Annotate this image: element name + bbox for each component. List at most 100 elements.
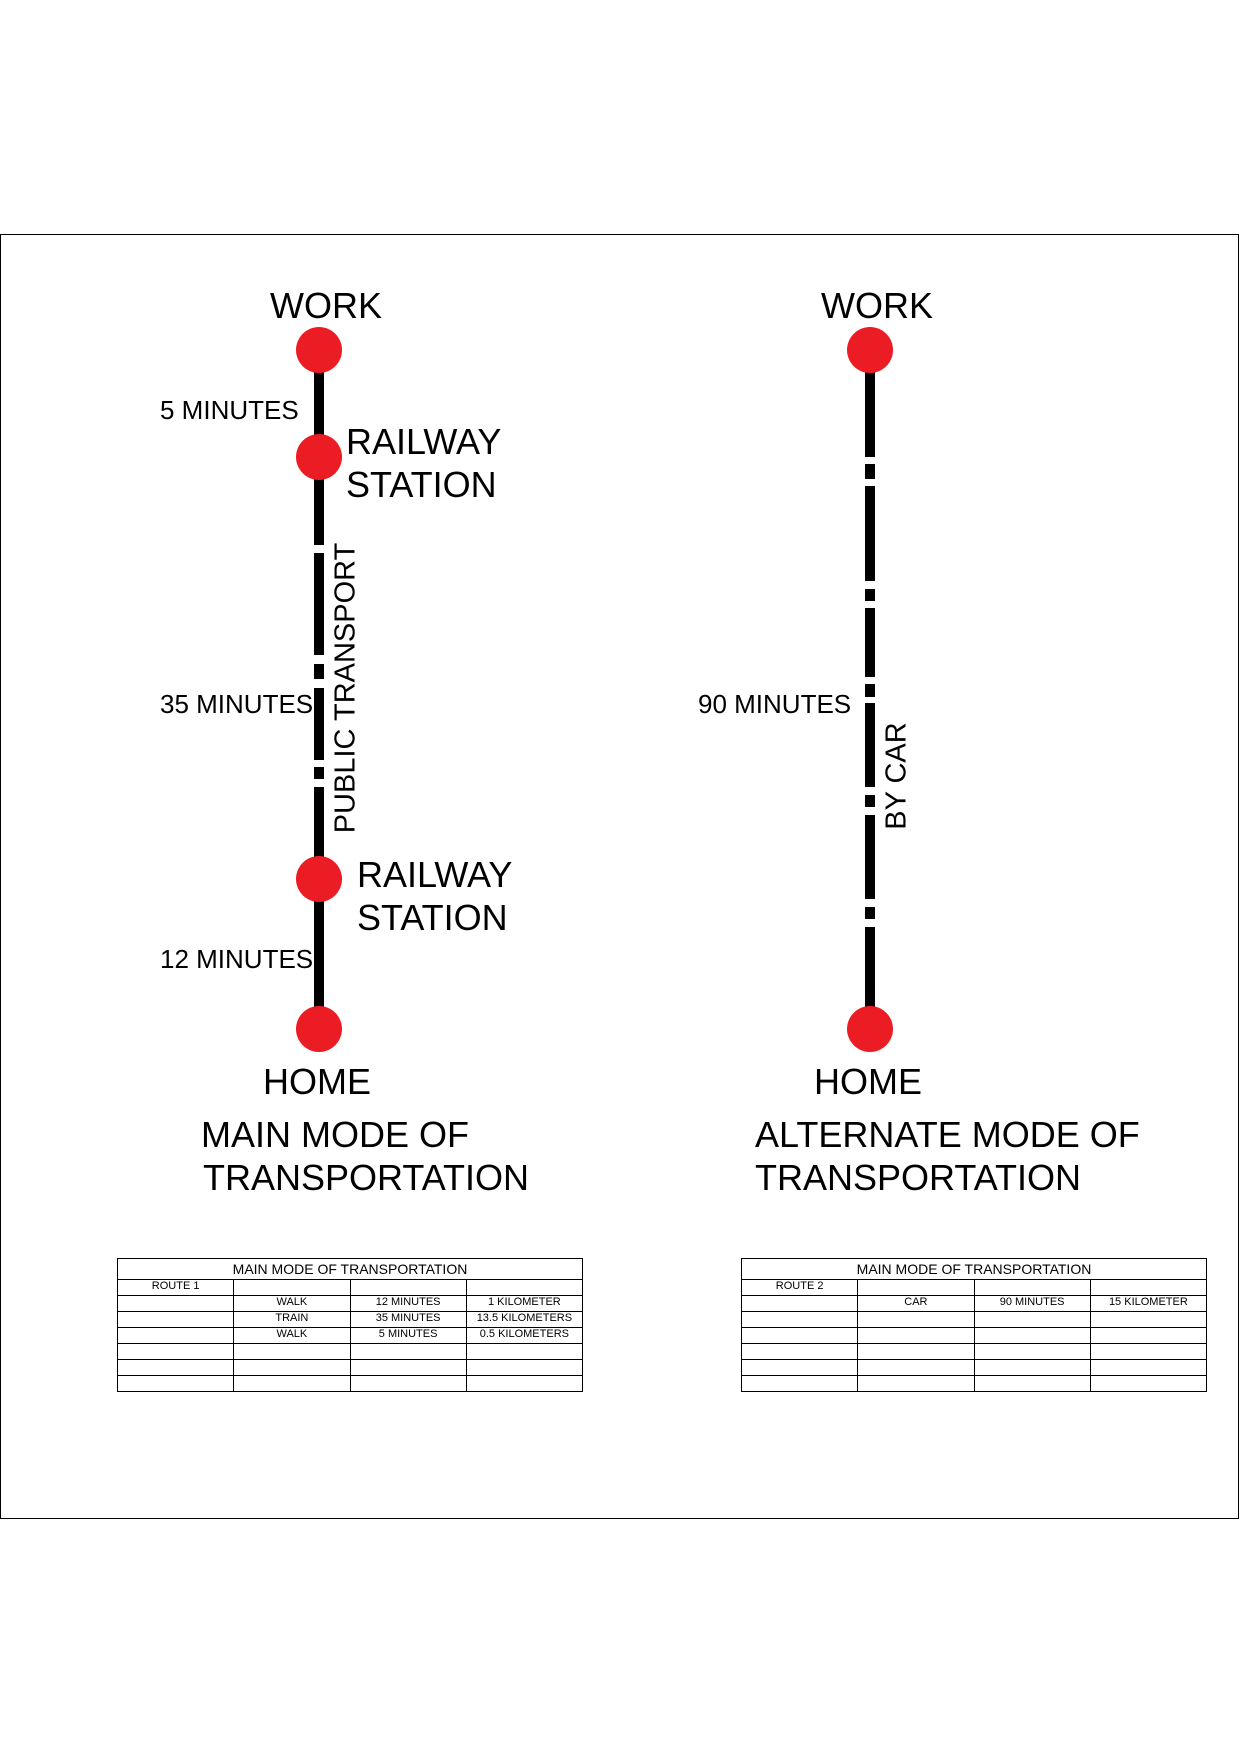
alt-line-dash bbox=[865, 815, 875, 899]
table-cell bbox=[116, 1359, 235, 1376]
table-cell bbox=[740, 1295, 859, 1312]
table-cell bbox=[465, 1359, 584, 1376]
table-cell: 13.5 KILOMETERS bbox=[465, 1311, 584, 1328]
table-cell bbox=[740, 1343, 859, 1360]
alt-line-dash bbox=[865, 703, 875, 787]
table-cell bbox=[973, 1279, 1091, 1296]
table-cell bbox=[857, 1327, 975, 1344]
main-line-walk-top bbox=[314, 350, 324, 460]
table-cell bbox=[973, 1375, 1091, 1392]
table-cell bbox=[973, 1359, 1091, 1376]
table-cell bbox=[1089, 1359, 1208, 1376]
main-station-bottom-label-line1: RAILWAY bbox=[357, 854, 513, 895]
main-line-walk-bottom bbox=[314, 879, 324, 1029]
table-cell bbox=[1089, 1311, 1208, 1328]
table-cell bbox=[857, 1311, 975, 1328]
table-cell bbox=[1089, 1279, 1208, 1296]
table-row bbox=[116, 1343, 584, 1360]
table-cell bbox=[349, 1343, 467, 1360]
alt-line-dash bbox=[865, 684, 875, 697]
main-title-line2: TRANSPORTATION bbox=[203, 1157, 530, 1198]
main-transport-label: PUBLIC TRANSPORT bbox=[329, 542, 362, 834]
table-cell: WALK bbox=[233, 1295, 351, 1312]
table-row bbox=[740, 1343, 1208, 1360]
alt-line-dash bbox=[865, 464, 875, 479]
main-time-walk-bottom: 12 MINUTES bbox=[160, 944, 314, 974]
table-caption: MAIN MODE OF TRANSPORTATION bbox=[741, 1258, 1207, 1280]
main-line-train-dash bbox=[314, 767, 324, 779]
table-cell bbox=[116, 1311, 235, 1328]
route-label: ROUTE 2 bbox=[740, 1279, 859, 1296]
table-cell: 15 KILOMETER bbox=[1089, 1295, 1208, 1312]
main-title-line1: MAIN MODE OF bbox=[201, 1114, 469, 1155]
main-line-train-dash bbox=[314, 664, 324, 679]
table-cell bbox=[1089, 1375, 1208, 1392]
table-cell bbox=[116, 1375, 235, 1392]
table-cell bbox=[233, 1359, 351, 1376]
table-cell: 12 MINUTES bbox=[349, 1295, 467, 1312]
table-cell bbox=[233, 1343, 351, 1360]
table-row bbox=[740, 1327, 1208, 1344]
table-cell: TRAIN bbox=[233, 1311, 351, 1328]
main-station-top-label-line2: STATION bbox=[346, 464, 497, 505]
table-cell bbox=[740, 1311, 859, 1328]
table-cell bbox=[740, 1327, 859, 1344]
alt-node-work bbox=[847, 327, 893, 373]
table-cell bbox=[857, 1343, 975, 1360]
alt-line-dash bbox=[865, 350, 875, 457]
table-cell bbox=[233, 1279, 351, 1296]
table-cell bbox=[116, 1343, 235, 1360]
table-cell bbox=[973, 1343, 1091, 1360]
table-cell bbox=[116, 1327, 235, 1344]
main-station-top-label-line1: RAILWAY bbox=[346, 421, 502, 462]
main-home-label: HOME bbox=[263, 1061, 371, 1102]
table-cell bbox=[857, 1359, 975, 1376]
alt-home-label: HOME bbox=[814, 1061, 922, 1102]
table-cell bbox=[973, 1311, 1091, 1328]
drawing-frame bbox=[0, 234, 1239, 1519]
table-cell bbox=[349, 1279, 467, 1296]
table-cell: 90 MINUTES bbox=[973, 1295, 1091, 1312]
alt-line-dash bbox=[865, 589, 875, 601]
alt-title-line1: ALTERNATE MODE OF bbox=[755, 1114, 1140, 1155]
table-cell bbox=[116, 1295, 235, 1312]
table-cell bbox=[465, 1279, 584, 1296]
table-cell bbox=[465, 1343, 584, 1360]
table-cell bbox=[465, 1375, 584, 1392]
table-row bbox=[116, 1375, 584, 1392]
main-work-label: WORK bbox=[270, 285, 382, 326]
table-caption: MAIN MODE OF TRANSPORTATION bbox=[117, 1258, 583, 1280]
table-cell bbox=[740, 1375, 859, 1392]
table-cell: 0.5 KILOMETERS bbox=[465, 1327, 584, 1344]
table-cell bbox=[349, 1359, 467, 1376]
alt-line-dash bbox=[865, 927, 875, 1029]
route-label: ROUTE 1 bbox=[116, 1279, 235, 1296]
main-time-walk-top: 5 MINUTES bbox=[160, 395, 299, 425]
alt-title-line2: TRANSPORTATION bbox=[755, 1157, 1082, 1198]
main-line-train-dash bbox=[314, 688, 324, 760]
main-line-train-dash bbox=[314, 553, 324, 655]
main-line-train-dash bbox=[314, 460, 324, 545]
table-cell bbox=[1089, 1327, 1208, 1344]
table-cell: WALK bbox=[233, 1327, 351, 1344]
table-cell bbox=[349, 1375, 467, 1392]
alt-node-home bbox=[847, 1006, 893, 1052]
table-cell bbox=[973, 1327, 1091, 1344]
main-station-bottom-label-line2: STATION bbox=[357, 897, 508, 938]
table-cell: 5 MINUTES bbox=[349, 1327, 467, 1344]
alt-line-dash bbox=[865, 795, 875, 807]
table-row bbox=[740, 1375, 1208, 1392]
main-node-station-top bbox=[296, 434, 342, 480]
table-cell: CAR bbox=[857, 1295, 975, 1312]
table-cell bbox=[740, 1359, 859, 1376]
main-time-train: 35 MINUTES bbox=[160, 689, 314, 719]
alt-line-dash bbox=[865, 608, 875, 677]
table-row bbox=[740, 1359, 1208, 1376]
table-cell bbox=[857, 1279, 975, 1296]
alt-line-dash bbox=[865, 907, 875, 919]
main-node-work bbox=[296, 327, 342, 373]
alt-time-car: 90 MINUTES bbox=[698, 689, 852, 719]
